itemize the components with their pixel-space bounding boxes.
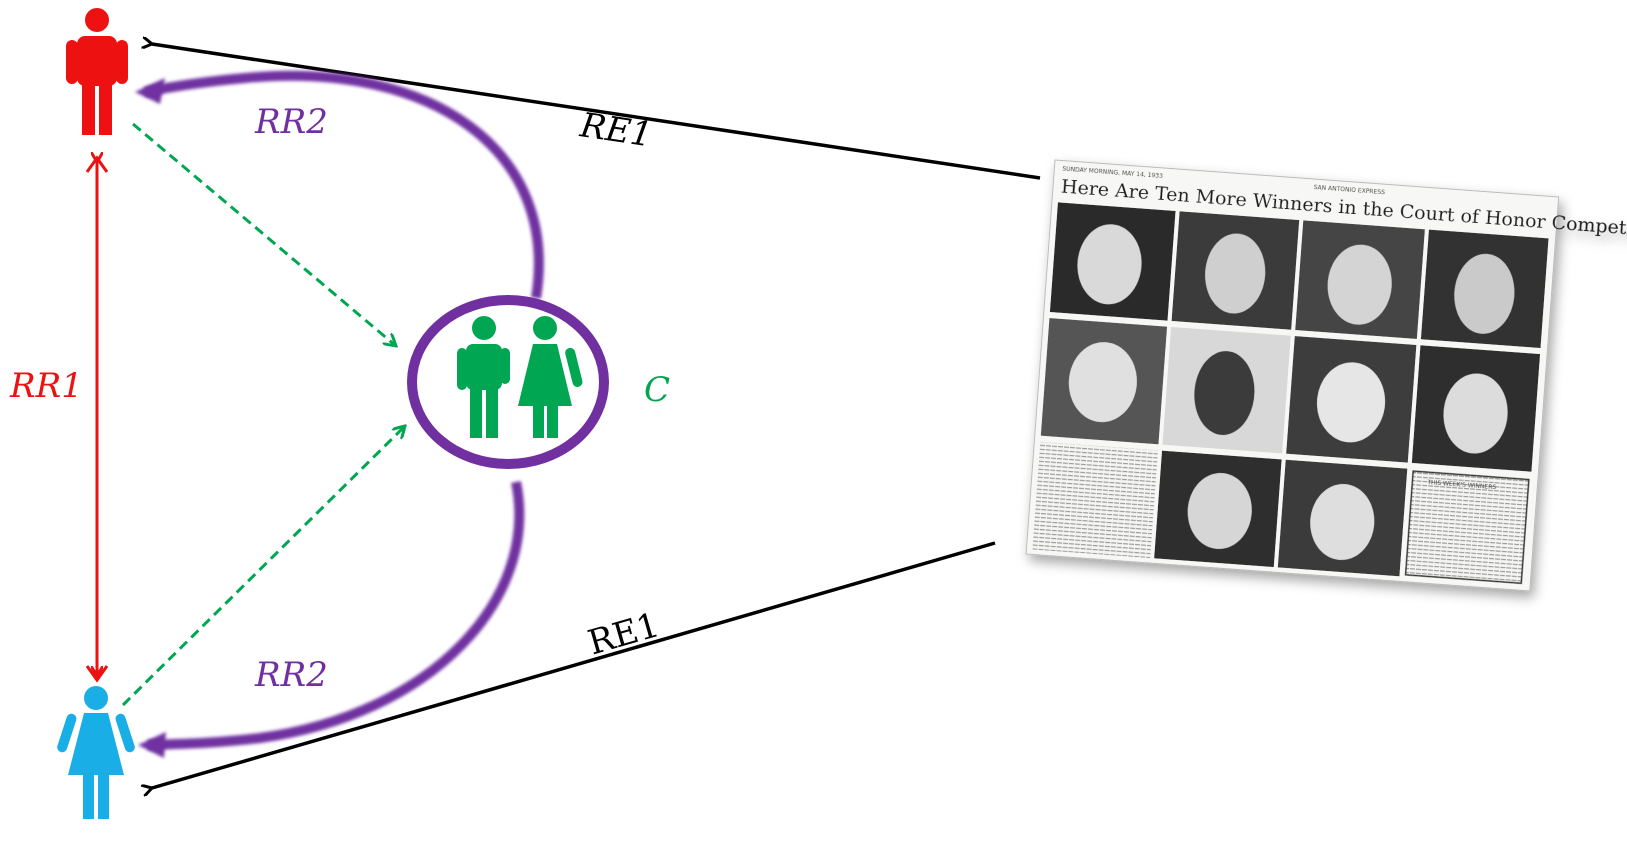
rr2-arrowhead-top (135, 78, 165, 104)
rr2-arrowhead-bottom (138, 732, 166, 758)
re1-bottom-label: RE1 (584, 605, 664, 663)
rr2-curve-bottom (147, 481, 525, 750)
portrait-row-3 (1154, 450, 1408, 577)
re1-top-label: RE1 (577, 105, 655, 155)
woman-icon (57, 686, 135, 819)
rr1-label: RR1 (9, 366, 83, 406)
rr2-bottom-label: RR2 (254, 655, 328, 695)
re1-arrow-bottom (152, 541, 996, 788)
re1-arrow-top (152, 44, 1041, 180)
rr2-top-label: RR2 (254, 102, 328, 142)
newspaper-text-column (1032, 441, 1159, 559)
c-label: C (644, 370, 670, 410)
dashed-arrow-woman-to-couple (121, 426, 405, 707)
dashed-arrow-man-to-couple (132, 122, 396, 346)
man-icon (66, 8, 128, 135)
rr1-arrowhead-bottom (85, 665, 109, 683)
rr1-arrowhead-top (85, 155, 109, 173)
portrait-row-1 (1049, 202, 1549, 349)
portrait-row-2 (1040, 318, 1541, 472)
couple-icon (457, 316, 583, 438)
rr2-curve-top (144, 70, 544, 299)
newspaper-winners-box (1404, 470, 1530, 585)
newspaper-clipping: SUNDAY MORNING, MAY 14, 1933 SAN ANTONIO… (1025, 159, 1627, 592)
